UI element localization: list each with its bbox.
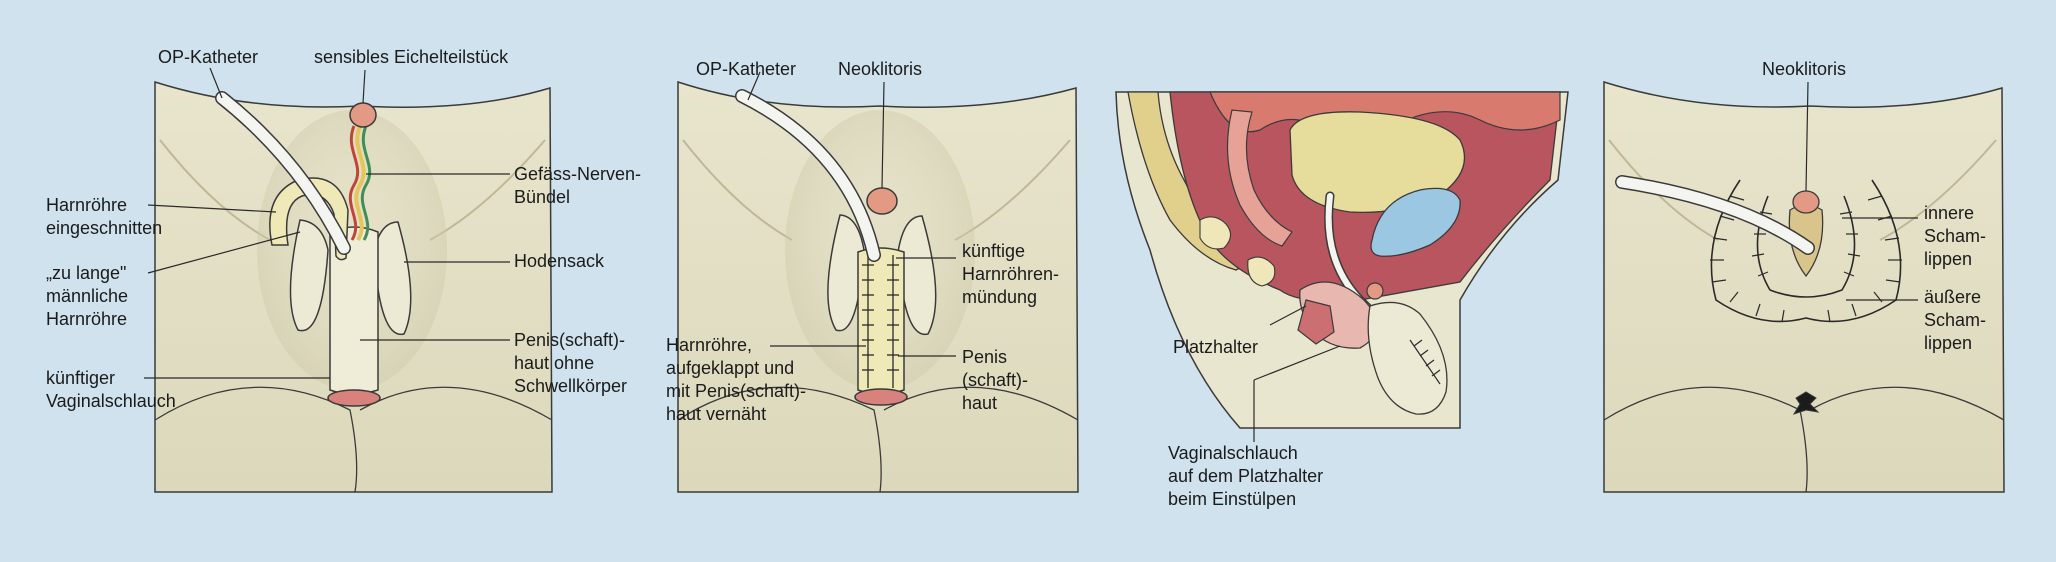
label-aeussere-schamlippen: äußere Scham- lippen xyxy=(1924,287,1987,353)
panel-2-scrotum-right xyxy=(897,215,937,336)
label-innere-schamlippen: innere Scham- lippen xyxy=(1924,203,1987,269)
label-op-katheter-2: OP-Katheter xyxy=(696,59,797,79)
label-harnroehre-aufgeklappt: Harnröhre, aufgeklappt und mit Penis(sch… xyxy=(666,335,807,424)
panel-1 xyxy=(144,67,553,493)
panel-4 xyxy=(1603,80,2005,493)
panel-1-glans xyxy=(349,102,377,128)
panel-4-body xyxy=(1603,80,2005,493)
panel-2-leader-lines xyxy=(747,71,956,357)
panel-4-inner-labia xyxy=(1756,195,1856,298)
panel-3-rectum xyxy=(1226,109,1293,247)
label-gefaess-nerven-buendel: Gefäss-Nerven- Bündel xyxy=(514,164,642,207)
panel-3-bladder xyxy=(1289,111,1466,214)
panel-1-nerve-bundle xyxy=(348,125,372,242)
label-penisschafthaut: Penis (schaft)- haut xyxy=(962,347,1029,413)
panel-2-scrotum-left xyxy=(827,214,865,332)
label-hodensack: Hodensack xyxy=(514,251,605,271)
label-op-katheter-1: OP-Katheter xyxy=(158,47,259,67)
panel-2-neoclitoris xyxy=(866,187,898,215)
label-eichelteilstueck: sensibles Eichelteilstück xyxy=(314,47,509,67)
panel-2 xyxy=(677,71,1079,493)
label-penishaut-ohne-schwellkoerper: Penis(schaft)- haut ohne Schwellkörper xyxy=(514,330,628,396)
panel-4-neoclitoris xyxy=(1792,190,1820,214)
label-neoklitoris-2: Neoklitoris xyxy=(838,59,923,79)
panel-2-sutures xyxy=(862,255,899,388)
panel-4-outer-labia xyxy=(1710,179,1902,323)
panel-4-sutures xyxy=(1710,195,1902,323)
panel-3-placeholder xyxy=(1297,299,1335,345)
panel-3-placeholder-balloon xyxy=(1370,187,1461,257)
panel-3-neoclitoris xyxy=(1366,282,1384,300)
panel-3-leader-lines xyxy=(1253,305,1341,442)
panel-1-vaginal-tube-opening xyxy=(327,389,381,407)
panel-2-tube-opening xyxy=(854,388,908,406)
panel-3-sacral-nodes xyxy=(1199,216,1276,287)
panel-4-anus xyxy=(1792,391,1820,415)
label-kuenftige-harnroehrenmuendung: künftige Harnröhren- mündung xyxy=(962,241,1060,307)
panel-1-scrotum-left xyxy=(289,219,329,332)
panel-4-leader-lines xyxy=(1805,81,1918,301)
panel-2-urethra-sewn xyxy=(857,247,905,395)
label-vaginalschlauch-einstuelpen: Vaginalschlauch auf dem Platzhalter beim… xyxy=(1168,443,1324,509)
panel-1-urethra xyxy=(269,177,349,261)
label-zu-lange-harnroehre: „zu lange" männliche Harnröhre xyxy=(46,263,129,329)
panel-3-penile-skin xyxy=(1367,301,1448,415)
label-neoklitoris-4: Neoklitoris xyxy=(1762,59,1847,79)
panel-1-leader-lines xyxy=(144,67,510,379)
panel-1-scrotum-right xyxy=(373,221,412,336)
panel-3 xyxy=(1115,91,1569,442)
label-harnroehre-eingeschnitten: Harnröhre eingeschnitten xyxy=(46,195,163,238)
label-kuenftiger-vaginalschlauch: künftiger Vaginalschlauch xyxy=(46,368,176,411)
label-platzhalter: Platzhalter xyxy=(1173,337,1259,357)
panel-3-sutures xyxy=(1409,339,1441,385)
